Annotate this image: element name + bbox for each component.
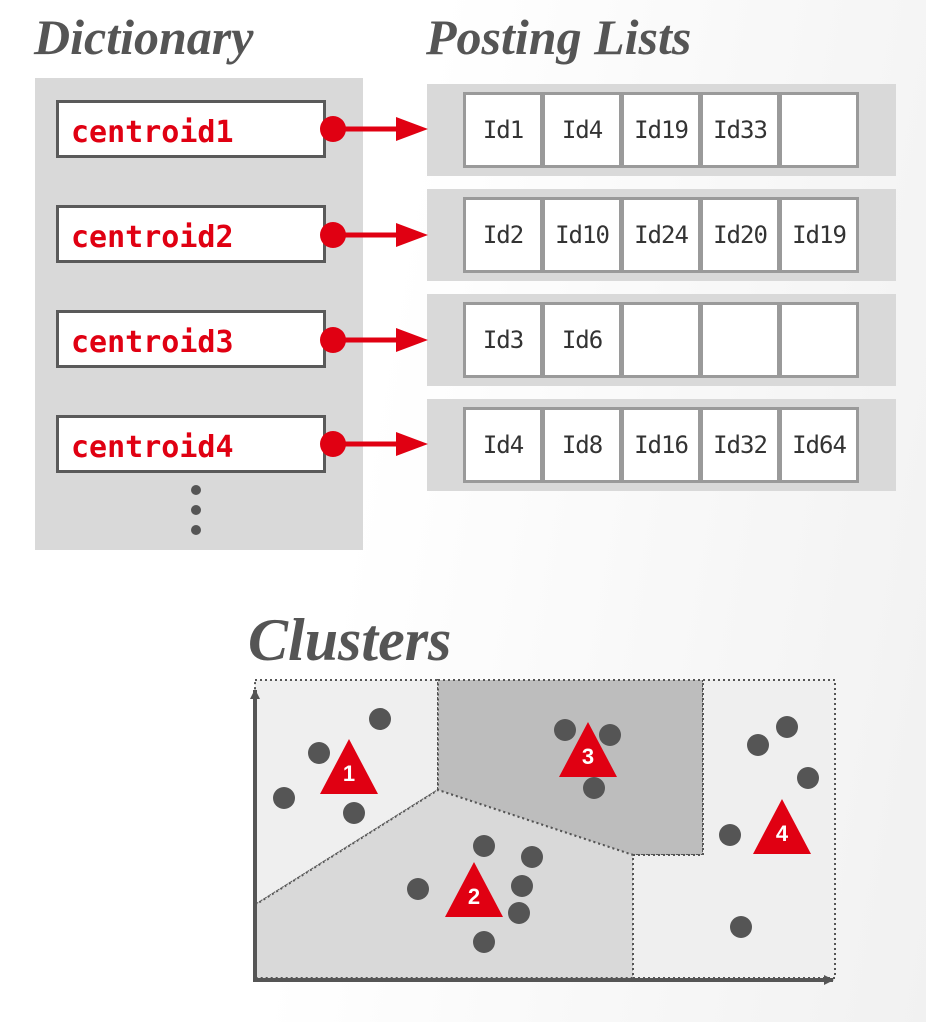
data-point — [511, 875, 533, 897]
posting-cell: Id24 — [621, 197, 701, 273]
data-points — [273, 708, 819, 953]
centroid-label: centroid4 — [71, 430, 234, 465]
centroid-number: 2 — [468, 884, 480, 909]
posting-cell: Id4 — [542, 92, 622, 168]
posting-list-3: Id3 Id6 — [427, 294, 896, 386]
pointer-arrow-3 — [320, 327, 428, 353]
centroid-marker-3: 3 — [559, 722, 617, 777]
posting-cell: Id32 — [700, 407, 780, 483]
data-point — [343, 802, 365, 824]
data-point — [776, 716, 798, 738]
data-point — [308, 742, 330, 764]
posting-cell: Id64 — [779, 407, 859, 483]
data-point — [407, 878, 429, 900]
posting-cell: Id19 — [779, 197, 859, 273]
centroid-label: centroid2 — [71, 220, 234, 255]
posting-cell: Id19 — [621, 92, 701, 168]
posting-cell: Id10 — [542, 197, 622, 273]
posting-cell: Id6 — [542, 302, 622, 378]
data-point — [599, 724, 621, 746]
dictionary-title: Dictionary — [34, 9, 254, 65]
centroid-label: centroid3 — [71, 325, 234, 360]
centroid-marker-1: 1 — [320, 739, 378, 794]
data-point — [730, 916, 752, 938]
cluster-plot: 1 2 3 4 — [250, 679, 836, 985]
data-point — [369, 708, 391, 730]
data-point — [747, 734, 769, 756]
pointer-arrow-2 — [320, 222, 428, 248]
centroid-number: 1 — [343, 761, 355, 786]
posting-cell: Id20 — [700, 197, 780, 273]
posting-cell — [779, 302, 859, 378]
clusters-title: Clusters — [248, 607, 452, 673]
cluster-region-2 — [254, 788, 634, 979]
data-point — [583, 777, 605, 799]
centroid-number: 4 — [776, 821, 789, 846]
dictionary-entry-centroid3: centroid3 — [56, 310, 326, 368]
dictionary-entry-centroid2: centroid2 — [56, 205, 326, 263]
ellipsis-icon — [191, 485, 201, 535]
data-point — [797, 767, 819, 789]
data-point — [473, 931, 495, 953]
posting-cell: Id1 — [463, 92, 543, 168]
posting-cell — [700, 302, 780, 378]
posting-cell: Id2 — [463, 197, 543, 273]
data-point — [521, 846, 543, 868]
posting-cell: Id3 — [463, 302, 543, 378]
data-point — [273, 787, 295, 809]
pointer-arrow-1 — [320, 116, 428, 142]
posting-list-2: Id2 Id10 Id24 Id20 Id19 — [427, 189, 896, 281]
data-point — [554, 719, 576, 741]
posting-cell: Id4 — [463, 407, 543, 483]
posting-cell — [621, 302, 701, 378]
posting-cell: Id8 — [542, 407, 622, 483]
posting-cell — [779, 92, 859, 168]
dictionary-entry-centroid4: centroid4 — [56, 415, 326, 473]
centroid-label: centroid1 — [71, 115, 234, 150]
data-point — [719, 824, 741, 846]
centroid-number: 3 — [582, 744, 594, 769]
posting-cell: Id16 — [621, 407, 701, 483]
posting-cell: Id33 — [700, 92, 780, 168]
centroid-marker-2: 2 — [445, 862, 503, 917]
data-point — [508, 902, 530, 924]
posting-list-1: Id1 Id4 Id19 Id33 — [427, 84, 896, 176]
posting-list-4: Id4 Id8 Id16 Id32 Id64 — [427, 399, 896, 491]
posting-lists-title: Posting Lists — [426, 9, 692, 65]
data-point — [473, 835, 495, 857]
pointer-arrow-4 — [320, 431, 428, 457]
centroid-marker-4: 4 — [753, 799, 811, 854]
